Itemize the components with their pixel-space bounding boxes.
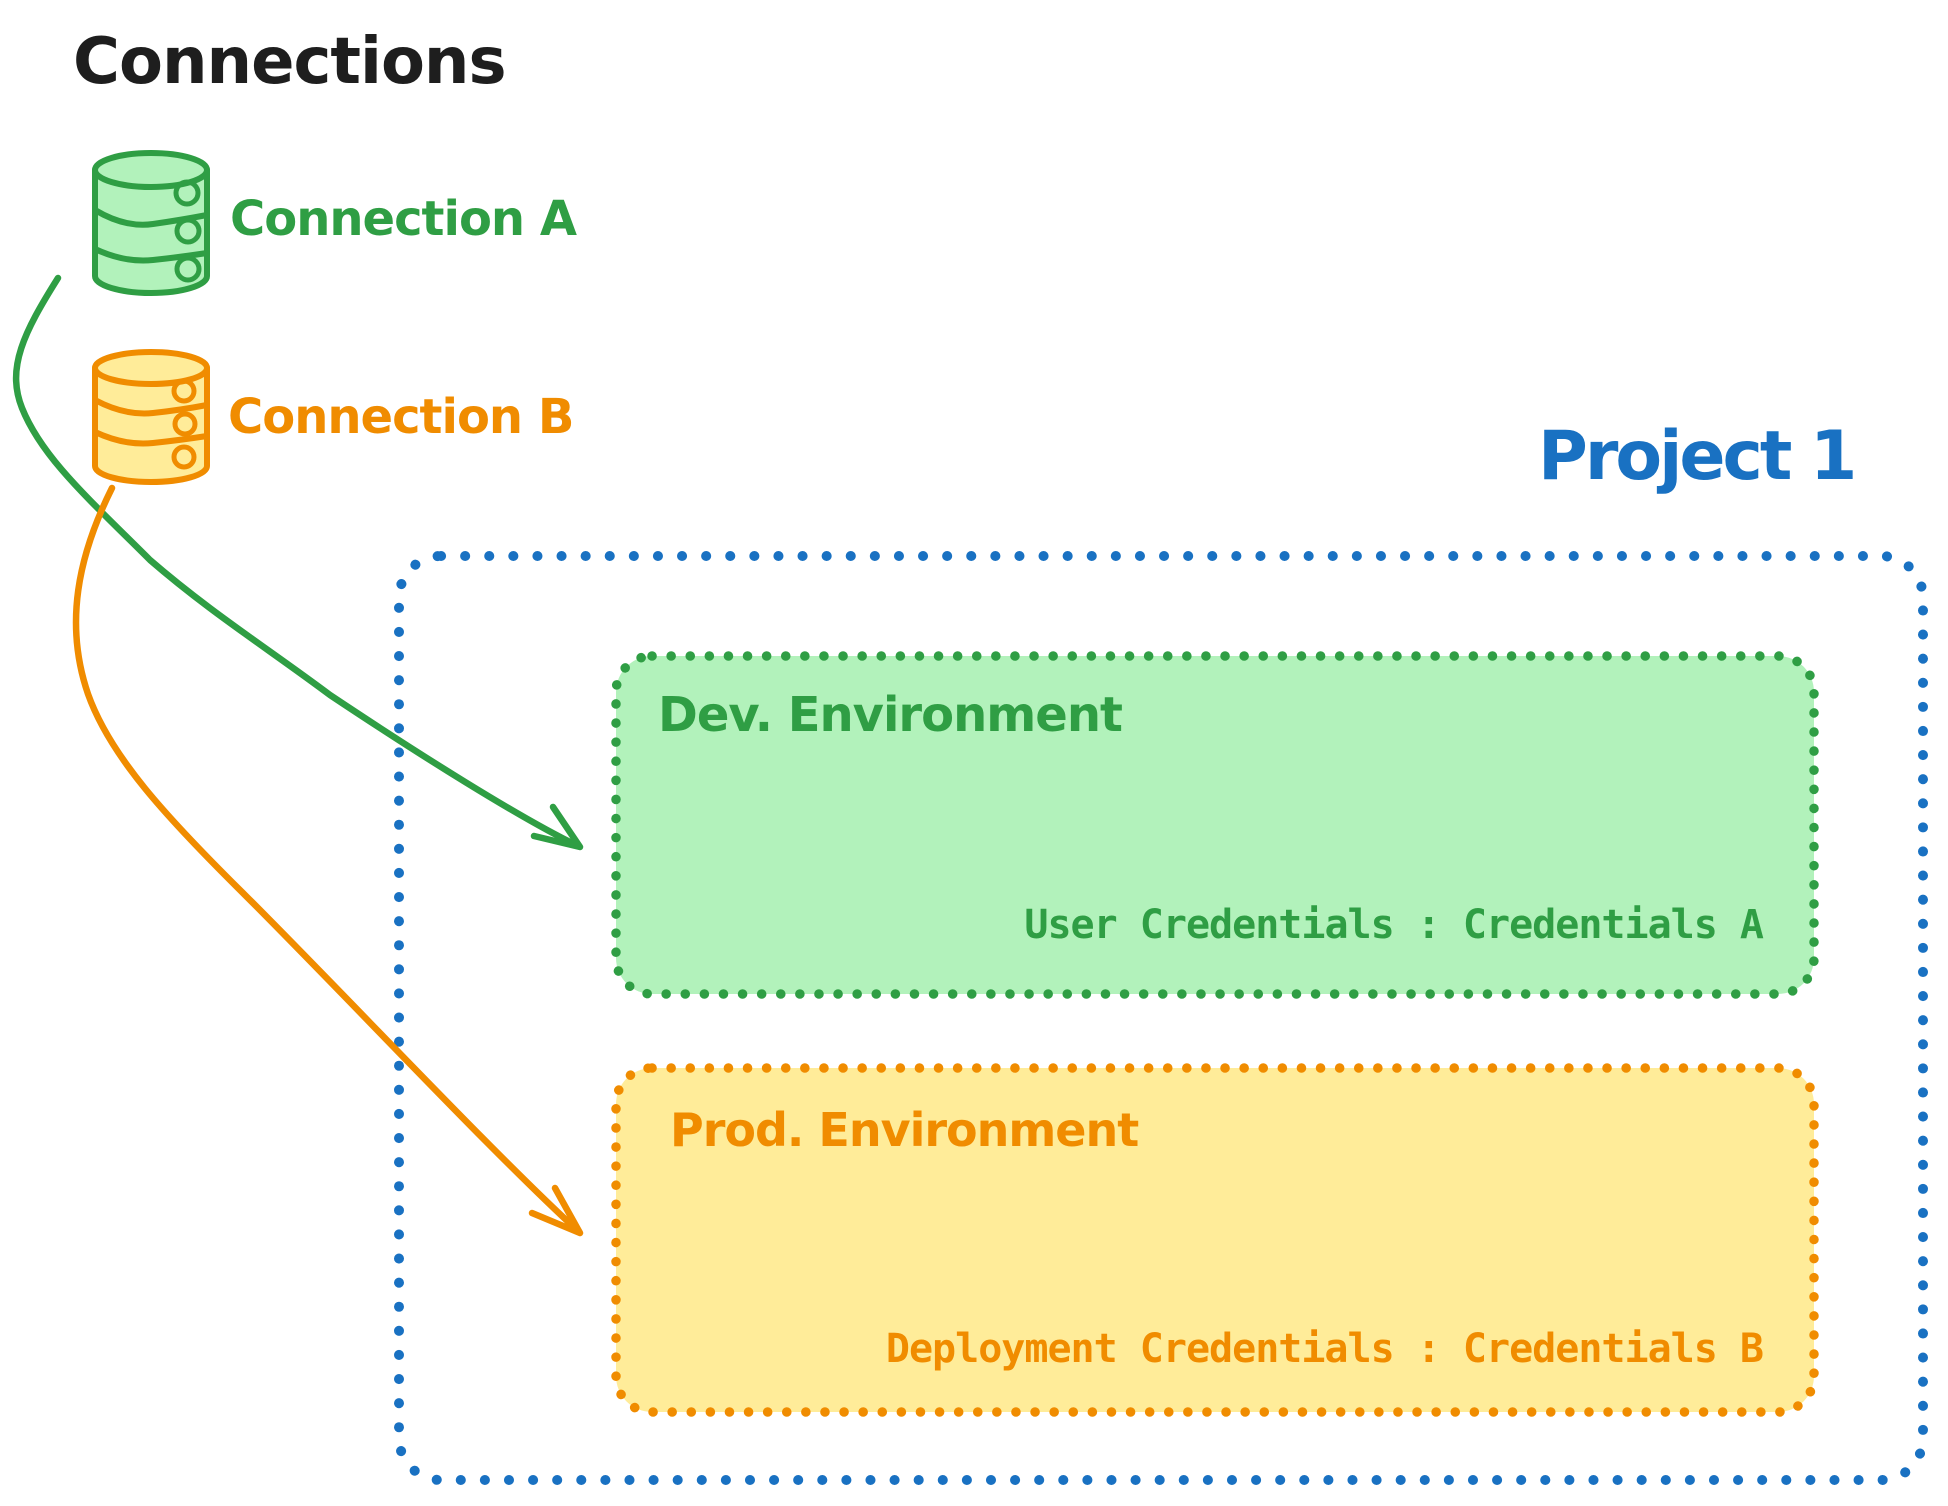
connection-b-database-top: [92, 349, 210, 387]
connection-b-database-port: [171, 444, 197, 470]
connection-a-database-band-line: [92, 207, 210, 228]
connection-a-database-band-line: [92, 246, 210, 264]
connection-b-database-band-line: [92, 397, 210, 417]
connection-b-to-prod-arrow: [72, 484, 584, 1237]
project-box: [394, 551, 1928, 1485]
connection-a-database-icon: [92, 150, 210, 296]
connection-b-database-body-fill: [95, 368, 207, 482]
dev-environment-title: Dev. Environment: [658, 687, 1123, 743]
connection-a-label: Connection A: [230, 191, 577, 247]
connection-b-arrow-line: [72, 484, 582, 1235]
connection-a-arrowhead: [530, 803, 584, 851]
connection-a-arrow-line: [12, 274, 582, 850]
connection-a-database-port: [173, 179, 201, 207]
project-title: Project 1: [1538, 417, 1857, 496]
dev-environment-credentials: User Credentials : Credentials A: [1024, 902, 1764, 948]
connection-b-database-icon: [92, 349, 210, 485]
prod-environment-title: Prod. Environment: [670, 1103, 1139, 1157]
connection-a-database-port: [174, 217, 202, 245]
prod-environment-box: [611, 1063, 1819, 1417]
connections-title: Connections: [73, 25, 507, 99]
connection-a-to-dev-arrow: [12, 274, 584, 851]
connection-b-arrowhead: [528, 1184, 584, 1237]
connection-a-database-outline: [92, 167, 210, 296]
dev-environment-box: [611, 651, 1819, 999]
connection-b-database-outline: [92, 365, 210, 485]
connection-b-database-band-line: [92, 429, 210, 447]
prod-environment-credentials: Deployment Credentials : Credentials B: [885, 1326, 1764, 1372]
connection-b-database-port: [172, 411, 198, 437]
connection-b-label: Connection B: [228, 389, 574, 445]
connection-a-database-port: [174, 255, 202, 283]
connection-b-database-port: [171, 378, 197, 404]
